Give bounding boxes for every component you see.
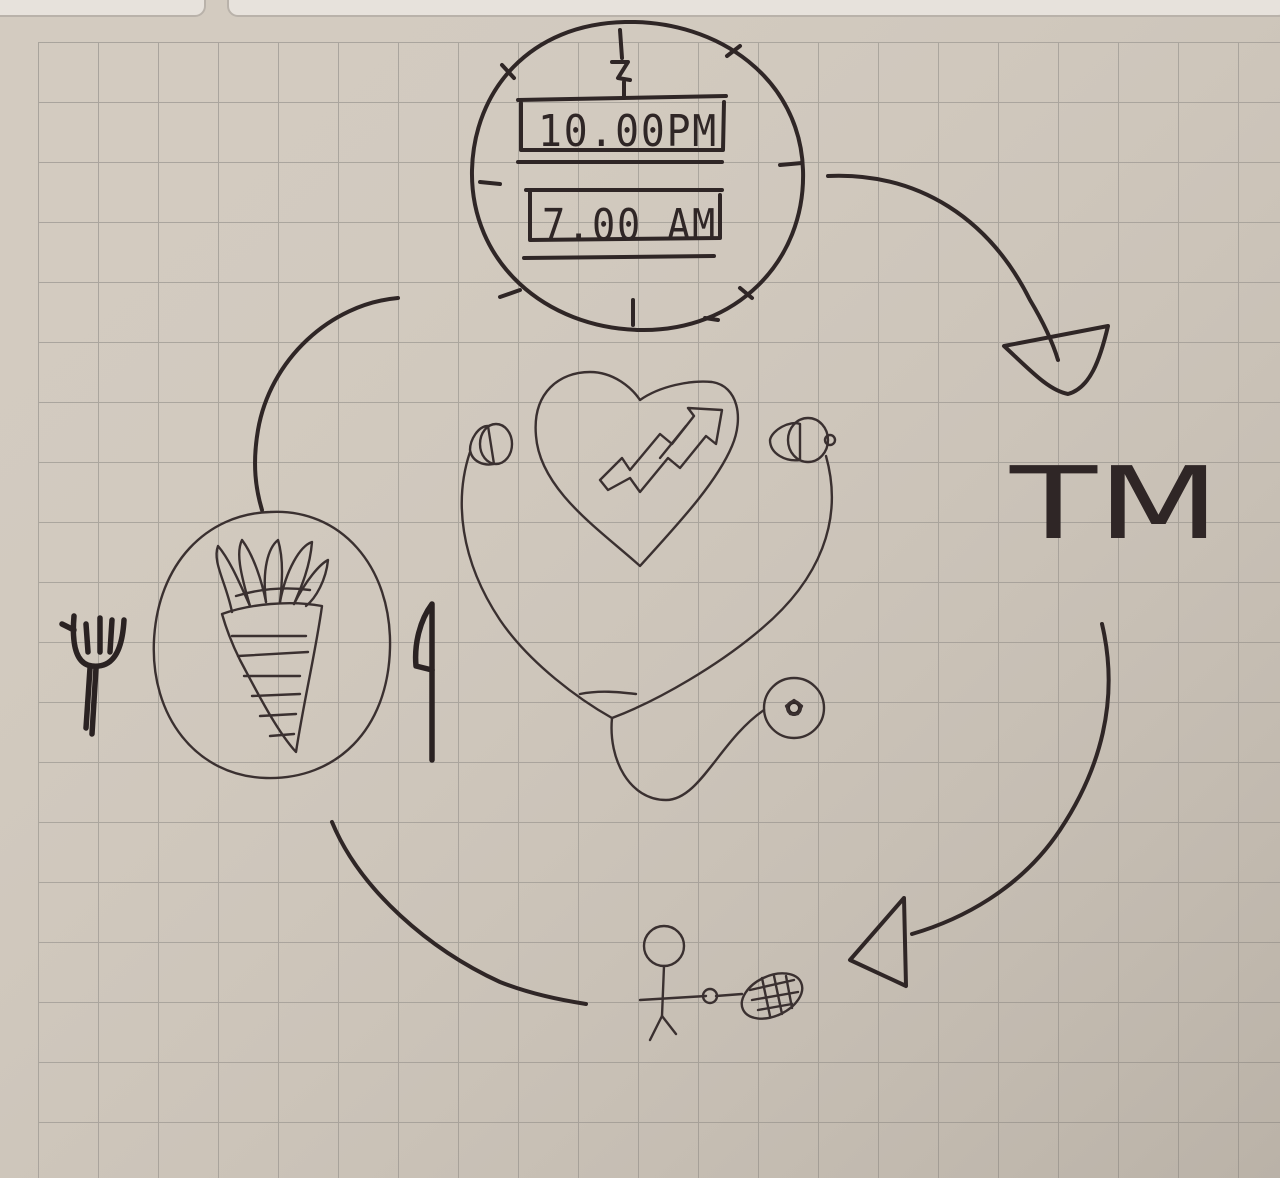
arc-bottom-left bbox=[330, 820, 588, 1006]
carrot-plate bbox=[152, 510, 392, 780]
carrot-icon bbox=[215, 538, 330, 754]
bedtime-label: 10.00PM bbox=[538, 106, 718, 157]
wake-time-label: 7.00 AM bbox=[542, 200, 717, 251]
clock-tick-9 bbox=[478, 180, 502, 186]
clock-tick-3 bbox=[778, 161, 804, 167]
tm-mark: TM bbox=[1009, 445, 1220, 562]
tennis-player-icon bbox=[638, 924, 804, 1042]
knife-icon bbox=[412, 601, 435, 763]
heart-growth-icon bbox=[534, 370, 740, 568]
arrow-tm-to-exercise bbox=[910, 622, 1111, 936]
bedtime-display: 10.00PM bbox=[516, 94, 728, 164]
plate bbox=[152, 510, 392, 780]
arrow-clock-to-tm bbox=[826, 173, 1060, 362]
stethoscope-icon bbox=[460, 416, 837, 802]
clock-tick-12 bbox=[618, 28, 624, 60]
arrowhead-top-right bbox=[1002, 324, 1110, 396]
binder-tab-right bbox=[227, 0, 1280, 17]
wake-time-display: 7.00 AM bbox=[522, 188, 724, 260]
clock-icon: 10.00PM 7.00 AM bbox=[469, 19, 806, 333]
arrowhead-bottom-right bbox=[848, 896, 908, 988]
clock-numeral-2 bbox=[610, 60, 632, 82]
fork-icon bbox=[59, 613, 127, 737]
binder-tab-left bbox=[0, 0, 206, 17]
cycle-arrows bbox=[253, 173, 1111, 1006]
arc-top-left bbox=[253, 296, 400, 512]
